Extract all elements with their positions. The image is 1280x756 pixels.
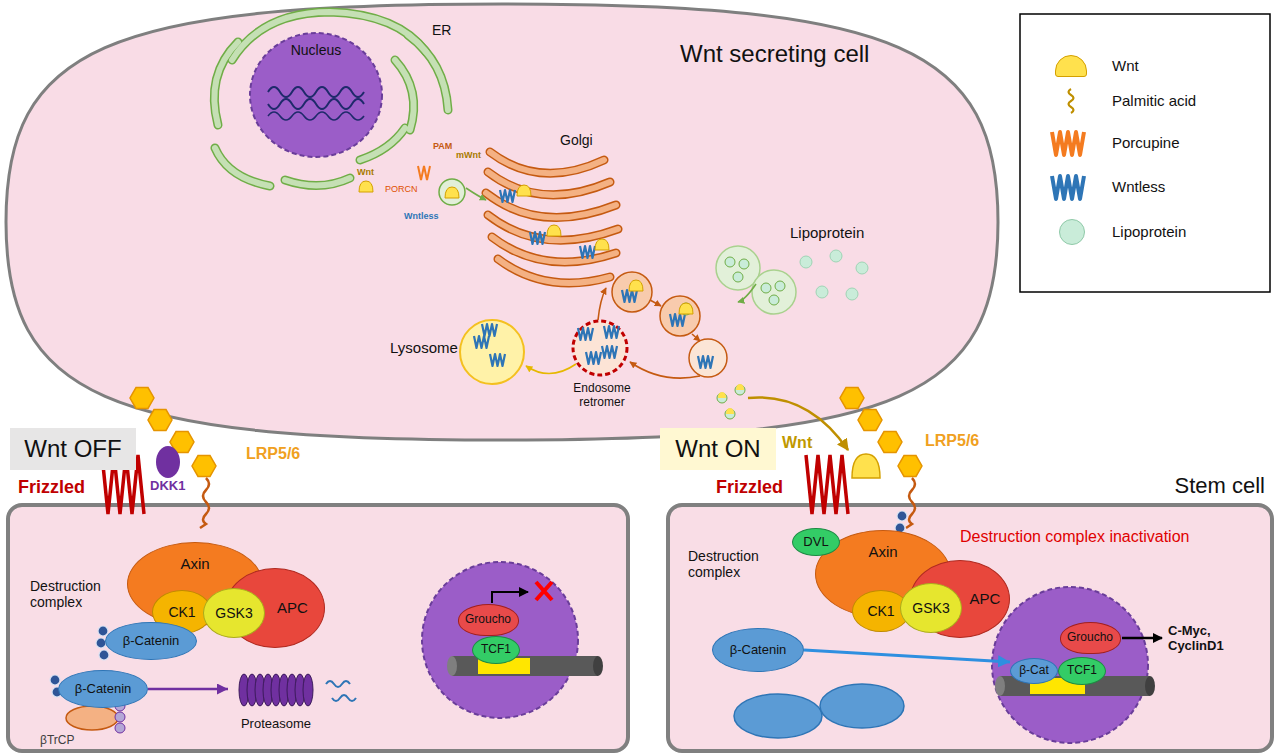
secretory-vesicles: [612, 246, 868, 419]
node-title: Groucho: [465, 613, 511, 627]
receptor-label: Frizzled: [716, 477, 783, 498]
groucho: Groucho: [458, 604, 519, 636]
node-title: Destruction complex: [30, 578, 120, 610]
stem-cell-shapes: [8, 505, 1272, 751]
node-title: Axin: [868, 543, 897, 560]
beta-catenin: β-Catenin: [712, 628, 804, 672]
node-title: CK1: [168, 604, 195, 620]
secreting-cell-shape: [6, 4, 998, 440]
node-title: β-Cat: [1019, 664, 1049, 678]
flow-arrow: [148, 688, 228, 691]
protein-label: βTrCP: [40, 734, 74, 748]
legend-text: Lipoprotein: [1112, 223, 1186, 240]
enzyme-label: PAM: [433, 141, 452, 151]
cell-outline: Wnt secreting cell Nucleus: [6, 4, 998, 440]
node-title: Groucho: [1067, 631, 1113, 645]
proteasome: Proteasome: [228, 668, 324, 734]
wntless-cargo: [500, 185, 609, 258]
node-title: DVL: [803, 535, 828, 550]
receptor-label: LRP5/6: [246, 445, 300, 463]
legend-text: Wnt: [1112, 57, 1139, 74]
tcf1: TCF1: [472, 636, 520, 664]
receptors-on: [806, 388, 922, 533]
groucho: Groucho: [1060, 622, 1121, 654]
node-title: Wnt ON: [675, 435, 760, 463]
golgi: [486, 152, 618, 283]
node-title: Proteasome: [241, 717, 311, 732]
node-title: CK1: [867, 603, 894, 619]
enzyme-label: PORCN: [385, 184, 418, 194]
node-title: APC: [970, 590, 1001, 607]
dvl-protein: DVL: [792, 528, 840, 556]
state-box: Wnt ON: [660, 428, 776, 470]
legend-swatch: [1055, 55, 1087, 77]
beta-catenin: β-Catenin: [105, 622, 197, 660]
node-title: Stem cell: [1175, 473, 1265, 498]
node-title: GSK3: [912, 600, 949, 616]
receptor-label: Frizzled: [18, 477, 85, 498]
node-title: TCF1: [1067, 664, 1097, 678]
molecule-label: Wnt: [357, 167, 374, 177]
node-title: β-Catenin: [730, 643, 787, 658]
nucleus: Nucleus: [250, 33, 382, 157]
node-title: TCF1: [481, 643, 511, 657]
node-title: Axin: [180, 555, 209, 572]
flow-arrow: [804, 650, 1010, 662]
organelle-label: Golgi: [560, 132, 593, 148]
beta-catenin: β-Cat: [1010, 658, 1058, 684]
node-note: Destruction complex inactivation: [960, 528, 1189, 546]
legend-text: Porcupine: [1112, 134, 1180, 151]
endoplasmic-reticulum: [214, 12, 448, 186]
legend-text: Palmitic acid: [1112, 92, 1196, 109]
inhibitor-label: DKK1: [150, 479, 185, 494]
stem-cell: Destruction complex AxinAPC CK1 GSK3 β-Caten…: [8, 505, 628, 753]
molecule-label: mWnt: [456, 150, 481, 160]
legend-frame: [1020, 14, 1270, 292]
gsk3-protein: GSK3: [203, 588, 265, 638]
state-box: Wnt OFF: [10, 428, 136, 470]
node-note: Destruction complex: [688, 548, 778, 580]
node-title: β-Catenin: [123, 634, 180, 649]
legend-swatch: [1059, 219, 1085, 245]
lysosome-endosome: [460, 320, 627, 384]
node-title: Wnt secreting cell: [680, 40, 869, 68]
nucleus-shape: [250, 33, 382, 157]
beta-catenin: β-Catenin: [58, 670, 148, 708]
node-title: APC: [277, 599, 308, 616]
target-gene-label: C-Myc, CyclinD1: [1168, 624, 1240, 654]
legend-text: Wntless: [1112, 178, 1165, 195]
degradation-pathway: [50, 626, 356, 733]
organelle-label: ER: [432, 22, 451, 38]
organelle-label: Lysosome: [390, 339, 458, 356]
receptor-label: LRP5/6: [925, 432, 979, 450]
node-title: Wnt OFF: [24, 435, 121, 463]
nucleus-off: [422, 562, 603, 718]
tcf1: TCF1: [1058, 657, 1106, 685]
er-processing: [359, 166, 465, 205]
node-title: Nucleus: [291, 42, 342, 58]
protein-label: Wntless: [404, 211, 439, 221]
traffic-arrows: [466, 188, 756, 378]
node-title: GSK3: [215, 605, 252, 621]
organelle-label: Endosome retromer: [564, 382, 640, 410]
ligand-label: Wnt: [782, 434, 812, 452]
gsk3-protein: GSK3: [900, 583, 962, 633]
node-title: β-Catenin: [75, 682, 132, 697]
particle-label: Lipoprotein: [790, 224, 864, 241]
nucleus-on: [734, 587, 1162, 743]
